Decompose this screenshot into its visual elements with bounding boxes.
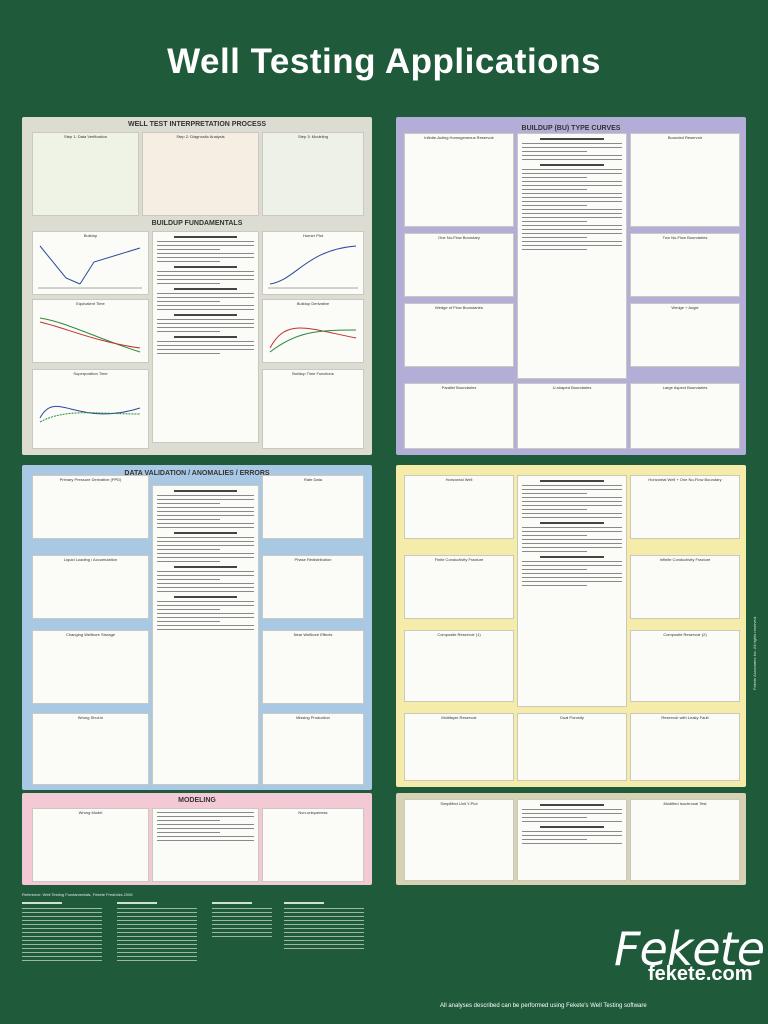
text-type-curves [517, 133, 627, 379]
card-composite-reservoir-2: Composite Reservoir (2) [630, 630, 740, 702]
panel-type-curves-2: Horizontal Well Horizontal Well + One No… [396, 465, 746, 787]
card-two-no-flow-boundaries: Two No-Flow Boundaries [630, 233, 740, 297]
card-liquid-loading: Liquid Loading / Accumulation [32, 555, 149, 619]
interpretation-step-2: Step 2: Diagnostic Analysis [142, 132, 259, 216]
superposition-time-plot [39, 405, 141, 423]
card-large-aspect-boundaries: Large Aspect Boundaries [630, 383, 740, 449]
panel-deliverability: Simplified Unit Y-Plot Modified Isochron… [396, 793, 746, 885]
horner-plot [268, 245, 358, 289]
interpretation-step-1: Step 1: Data Verification [32, 132, 139, 216]
card-primary-pressure-derivative: Primary Pressure Derivative (PPD) [32, 475, 149, 539]
buildup-derivative-plot [269, 327, 357, 353]
text-deliverability [517, 799, 627, 881]
nomenclature-legend [22, 892, 402, 1002]
card-composite-reservoir-1: Composite Reservoir (1) [404, 630, 514, 702]
card-dual-porosity: Dual Porosity [517, 713, 627, 781]
card-buildup-time-functions: Buildup Time Functions [262, 369, 364, 449]
tagline: All analyses described can be performed … [440, 1003, 647, 1009]
text-buildup-analysis [152, 231, 259, 443]
card-missing-production: Missing Production [262, 713, 364, 785]
card-rate-data: Rate Data [262, 475, 364, 539]
card-bounded-reservoir: Bounded Reservoir [630, 133, 740, 227]
card-near-wellbore-effects: Near Wellbore Effects [262, 630, 364, 704]
interpretation-step-3: Step 3: Modeling [262, 132, 364, 216]
section-title-modeling: MODELING [178, 797, 216, 804]
panel-modeling: MODELING Wrong Model Non-uniqueness [22, 793, 372, 885]
card-one-no-flow-boundary: One No-Flow Boundary [404, 233, 514, 297]
card-horner-plot: Horner Plot [262, 231, 364, 295]
card-superposition-time: Superposition Time [32, 369, 149, 449]
card-changing-wellbore-storage: Changing Wellbore Storage [32, 630, 149, 704]
copyright-side-note: Fekete Associates Inc. All rights reserv… [752, 615, 757, 690]
card-infinite-acting: Infinite-Acting Homogeneous Reservoir [404, 133, 514, 227]
section-title-type-curves: BUILDUP (BU) TYPE CURVES [521, 125, 621, 132]
card-infinite-conductivity-fracture: Infinite Conductivity Fracture [630, 555, 740, 619]
card-wedge-boundaries: Wedge of Flow Boundaries [404, 303, 514, 367]
card-modified-isochronal-test: Modified Isochronal Test [630, 799, 740, 881]
card-wedge-angle: Wedge + Angle [630, 303, 740, 367]
fekete-logo: Fekete [614, 922, 765, 976]
card-leaky-fault: Reservoir with Leaky Fault [630, 713, 740, 781]
card-non-uniqueness: Non-uniqueness [262, 808, 364, 882]
card-phase-redistribution: Phase Redistribution [262, 555, 364, 619]
card-buildup: Buildup [32, 231, 149, 295]
panel-fundamentals: WELL TEST INTERPRETATION PROCESS Step 1:… [22, 117, 372, 455]
section-title-buildup-fundamentals: BUILDUP FUNDAMENTALS [151, 220, 243, 227]
text-data-validation [152, 485, 259, 785]
card-buildup-derivative: Buildup Derivative [262, 299, 364, 363]
card-wrong-shut-in: Wrong Shut-in [32, 713, 149, 785]
fekete-url: fekete.com [648, 963, 753, 985]
equivalent-time-plot [39, 317, 141, 353]
card-horizontal-well: Horizontal Well [404, 475, 514, 539]
reference-note: Reference: Well Testing Fundamentals, Fe… [22, 892, 133, 897]
panel-data-validation: DATA VALIDATION / ANOMALIES / ERRORS Pri… [22, 465, 372, 790]
buildup-plot [38, 245, 142, 289]
card-simplified-unit-y-plot: Simplified Unit Y-Plot [404, 799, 514, 881]
poster-title: Well Testing Applications [167, 42, 601, 81]
card-finite-conductivity-fracture: Finite Conductivity Fracture [404, 555, 514, 619]
card-u-shaped-boundaries: U-shaped Boundaries [517, 383, 627, 449]
card-equivalent-time: Equivalent Time [32, 299, 149, 363]
card-horizontal-well-boundary: Horizontal Well + One No-Flow Boundary [630, 475, 740, 539]
section-title-data-validation: DATA VALIDATION / ANOMALIES / ERRORS [124, 470, 270, 477]
panel-type-curves: BUILDUP (BU) TYPE CURVES Infinite-Acting… [396, 117, 746, 455]
card-parallel-boundaries: Parallel Boundaries [404, 383, 514, 449]
text-type-curves-2 [517, 475, 627, 707]
section-title-interpretation: WELL TEST INTERPRETATION PROCESS [127, 121, 267, 128]
card-multilayer-reservoir: Multilayer Reservoir [404, 713, 514, 781]
text-modeling [152, 808, 259, 882]
card-wrong-model: Wrong Model [32, 808, 149, 882]
